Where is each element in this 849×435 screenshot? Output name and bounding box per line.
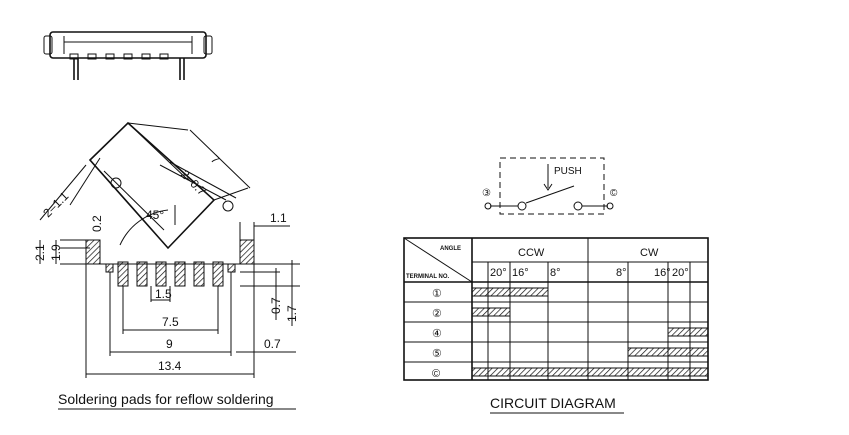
row-label-4: ④ bbox=[432, 328, 442, 340]
cw-angle-8: 8° bbox=[616, 267, 627, 279]
terminal-3-label: ③ bbox=[482, 188, 491, 199]
cw-angle-16: 16° bbox=[654, 267, 671, 279]
dim-2.1-label: 2.1 bbox=[33, 244, 47, 261]
contact-bar-row-5 bbox=[627, 347, 709, 357]
circuit-caption: CIRCUIT DIAGRAM bbox=[490, 395, 616, 411]
row-label-2: ② bbox=[432, 308, 442, 320]
footprint-caption: Soldering pads for reflow soldering bbox=[58, 391, 274, 407]
row-label-1: ① bbox=[432, 288, 442, 300]
contact-bar-row-c bbox=[471, 367, 709, 377]
circuit-symbol: PUSH ③ © bbox=[482, 157, 618, 215]
footprint-drawing: 45° 7 2–0.7 2–1.1 0.2 1.1 2.1 bbox=[33, 121, 300, 410]
contact-bar-row-1 bbox=[471, 287, 549, 297]
terminal-header: TERMINAL NO. bbox=[406, 274, 450, 280]
dim-9-label: 9 bbox=[166, 337, 173, 351]
terminal-c-label: © bbox=[610, 188, 618, 199]
dim-0.2-label: 0.2 bbox=[90, 215, 104, 232]
dim-2-0.7-label: 2–0.7 bbox=[178, 167, 209, 198]
connector-pin-row bbox=[69, 53, 169, 60]
dim-7.5-label: 7.5 bbox=[162, 315, 179, 329]
dim-1.7-label: 1.7 bbox=[285, 305, 299, 322]
ccw-angle-20: 20° bbox=[490, 267, 507, 279]
ccw-angle-8: 8° bbox=[550, 267, 561, 279]
push-label: PUSH bbox=[554, 166, 582, 177]
row-label-5: ⑤ bbox=[432, 348, 442, 360]
row-label-c: © bbox=[432, 368, 440, 380]
angle-header: ANGLE bbox=[440, 246, 461, 252]
dim-2-1.1-label: 2–1.1 bbox=[40, 189, 71, 220]
dim-13.4-label: 13.4 bbox=[158, 359, 182, 373]
switching-table: ANGLE TERMINAL NO. CCW CW 20° 16° 8° 8° … bbox=[403, 237, 709, 381]
angle-45-label: 45° bbox=[146, 208, 164, 222]
dim-0.7-horizontal-label: 0.7 bbox=[264, 337, 281, 351]
signal-pads bbox=[105, 261, 236, 287]
dim-1.9-label: 1.9 bbox=[49, 244, 63, 261]
contact-bar-row-4 bbox=[667, 327, 709, 337]
cw-angle-20: 20° bbox=[672, 267, 689, 279]
dim-1.1-label: 1.1 bbox=[270, 211, 287, 225]
connector-top-view bbox=[43, 31, 213, 80]
dim-1.5-label: 1.5 bbox=[155, 287, 172, 301]
cw-header: CW bbox=[640, 247, 659, 259]
contact-bar-row-2 bbox=[471, 307, 511, 317]
ccw-header: CCW bbox=[518, 247, 545, 259]
dim-0.7-vertical-label: 0.7 bbox=[269, 297, 283, 314]
ccw-angle-16: 16° bbox=[512, 267, 529, 279]
